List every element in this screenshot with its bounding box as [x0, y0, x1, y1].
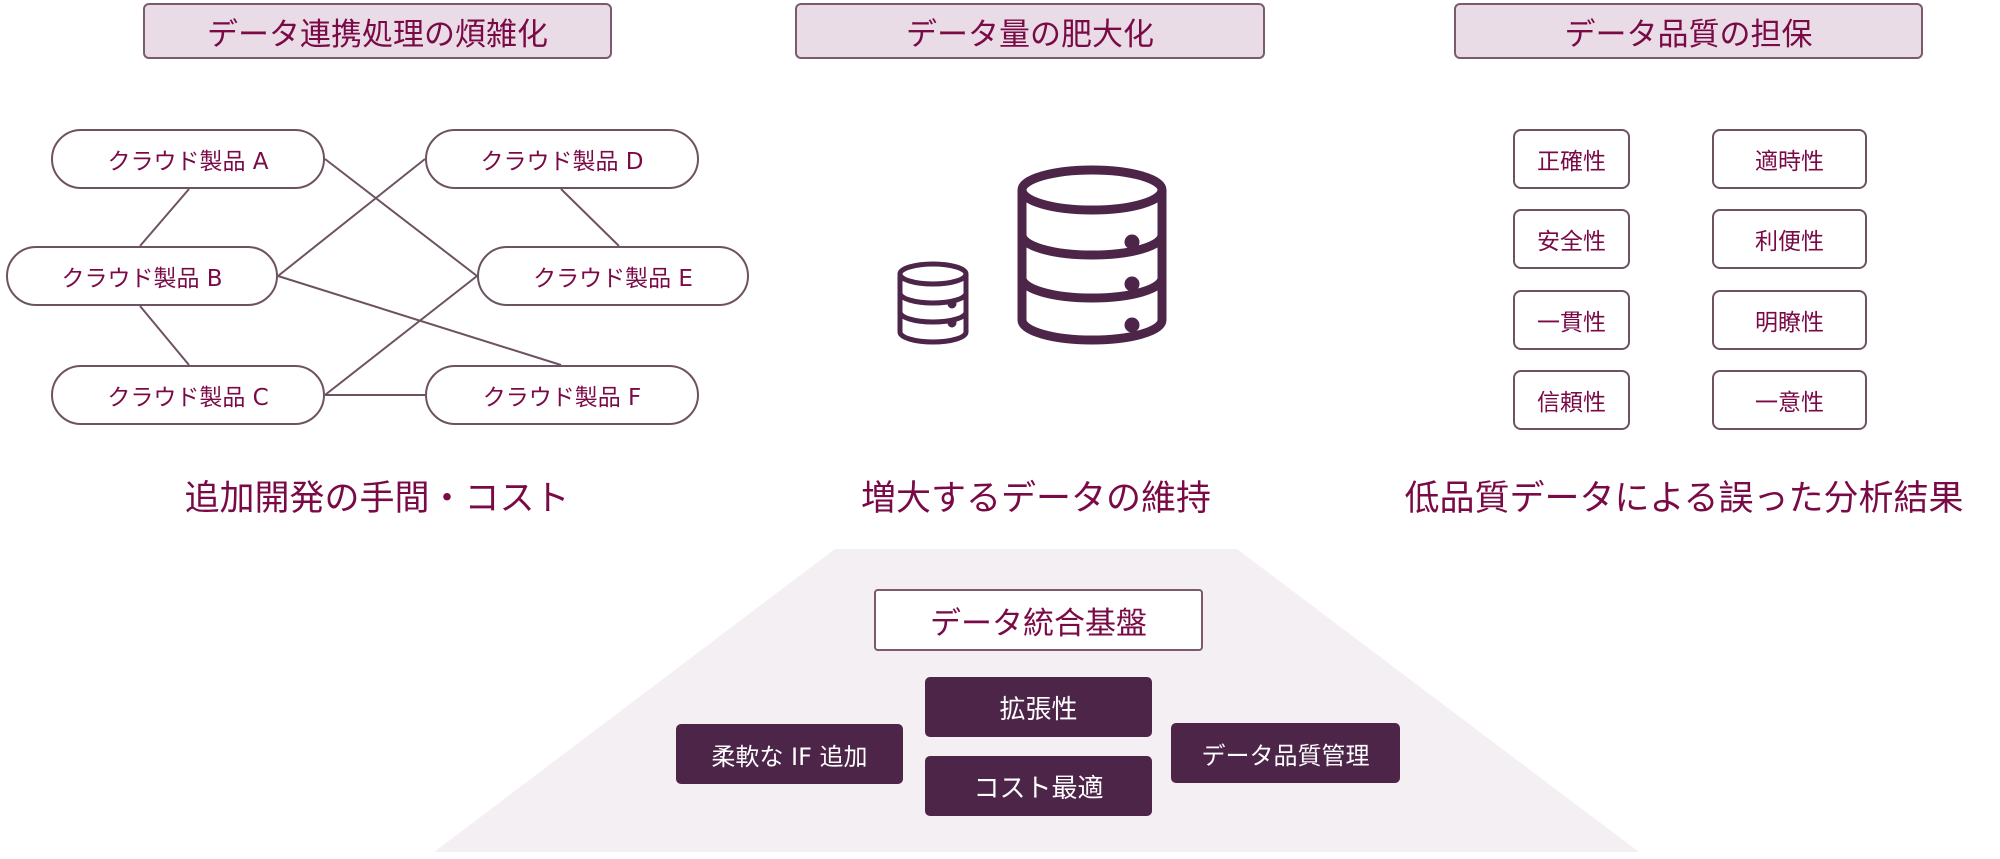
header-data-quality: データ品質の担保: [1454, 3, 1923, 59]
quality-chip: 安全性: [1513, 209, 1630, 269]
feature-cost-optimization: コスト最適: [925, 756, 1152, 816]
quality-chip: 明瞭性: [1712, 290, 1867, 350]
node-product-b: クラウド製品 B: [6, 246, 278, 306]
quality-chip: 正確性: [1513, 129, 1630, 189]
subtitle-data-maintenance: 増大するデータの維持: [860, 478, 1212, 519]
feature-flexible-if: 柔軟な IF 追加: [676, 724, 903, 784]
feature-scalability: 拡張性: [925, 677, 1152, 737]
node-product-a: クラウド製品 A: [51, 129, 325, 189]
node-product-c: クラウド製品 C: [51, 365, 325, 425]
header-data-volume: データ量の肥大化: [795, 3, 1265, 59]
database-small-icon: [897, 261, 969, 345]
node-product-e: クラウド製品 E: [477, 246, 749, 306]
subtitle-dev-cost: 追加開発の手間・コスト: [184, 478, 570, 519]
node-product-d: クラウド製品 D: [425, 129, 699, 189]
subtitle-bad-analysis: 低品質データによる誤った分析結果: [1404, 478, 1964, 519]
database-large-icon: [1017, 165, 1167, 345]
node-product-f: クラウド製品 F: [425, 365, 699, 425]
platform-title: データ統合基盤: [874, 589, 1203, 651]
quality-chip: 一意性: [1712, 370, 1867, 430]
feature-quality-management: データ品質管理: [1171, 723, 1400, 783]
quality-chip: 信頼性: [1513, 370, 1630, 430]
quality-chip: 適時性: [1712, 129, 1867, 189]
quality-chip: 利便性: [1712, 209, 1867, 269]
header-integration-complexity: データ連携処理の煩雑化: [143, 3, 612, 59]
quality-chip: 一貫性: [1513, 290, 1630, 350]
